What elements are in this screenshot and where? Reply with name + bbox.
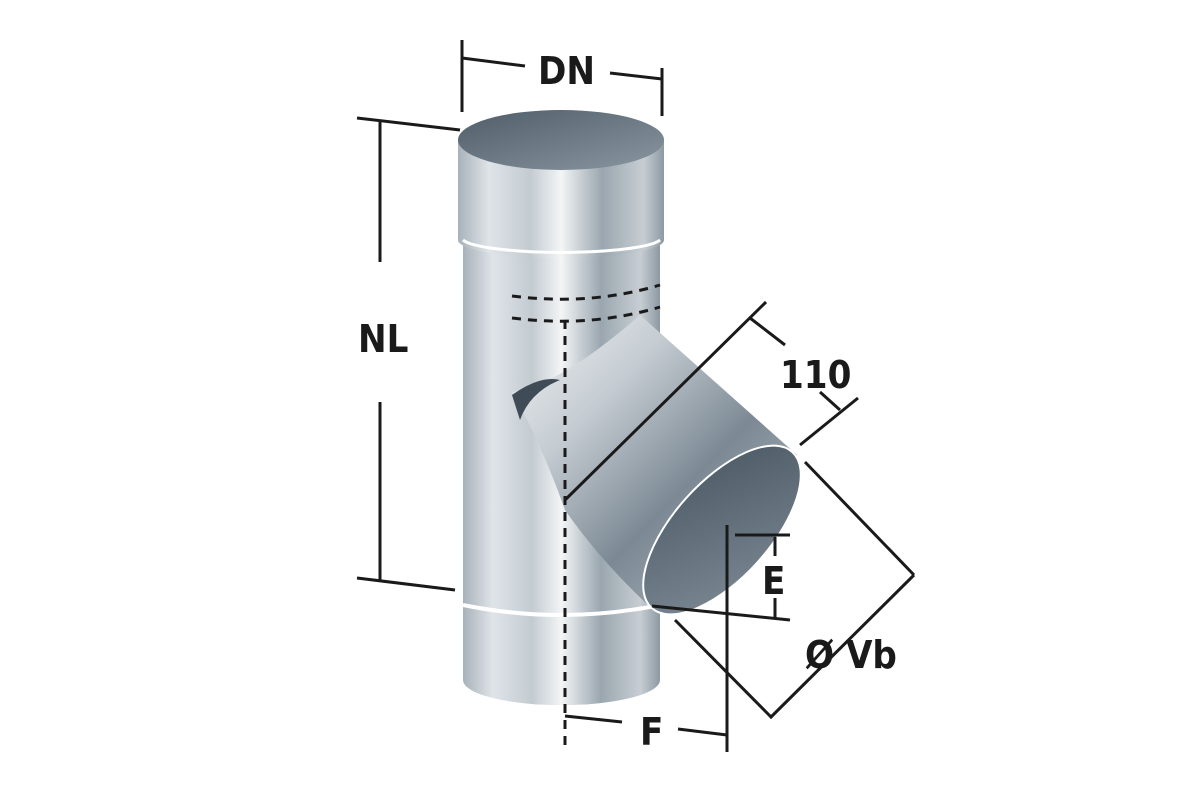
label-110: 110 xyxy=(780,353,851,397)
dimension-dn: DN xyxy=(460,40,664,116)
pipe-joint-ring xyxy=(462,603,661,617)
top-collar xyxy=(458,140,664,258)
dimension-f: F xyxy=(564,525,729,754)
dimension-vb: Ø Vb xyxy=(673,460,916,720)
top-opening xyxy=(458,110,664,170)
branch-pipe xyxy=(512,315,802,616)
label-f: F xyxy=(640,710,663,754)
dimension-110: 110 xyxy=(563,300,859,502)
label-nl: NL xyxy=(358,317,408,361)
label-e: E xyxy=(762,559,785,603)
label-vb: Ø Vb xyxy=(805,633,897,677)
dimension-e: E xyxy=(651,533,791,622)
branch-inner-opening xyxy=(512,379,560,420)
dimension-nl: NL xyxy=(356,116,461,592)
branch-end-opening xyxy=(642,444,802,616)
label-dn: DN xyxy=(538,49,595,93)
